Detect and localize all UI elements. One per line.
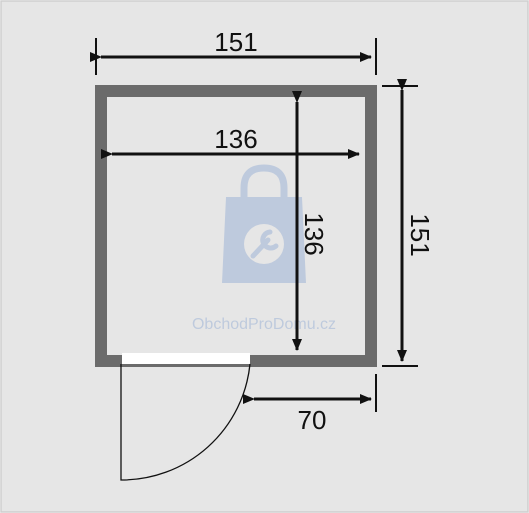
wrench-shape xyxy=(250,229,279,259)
label-outer-depth: 151 xyxy=(405,213,435,256)
label-inner-depth: 136 xyxy=(299,212,329,255)
label-door-width: 70 xyxy=(298,405,327,435)
shopping-bag-wrench-icon xyxy=(240,164,288,200)
watermark-text: ObchodProDomu.cz xyxy=(192,316,336,333)
door-opening xyxy=(122,353,250,364)
door-leaf xyxy=(120,363,251,481)
label-inner-width: 136 xyxy=(214,124,257,154)
dimension-lines xyxy=(90,52,407,404)
label-outer-width: 151 xyxy=(214,27,257,57)
